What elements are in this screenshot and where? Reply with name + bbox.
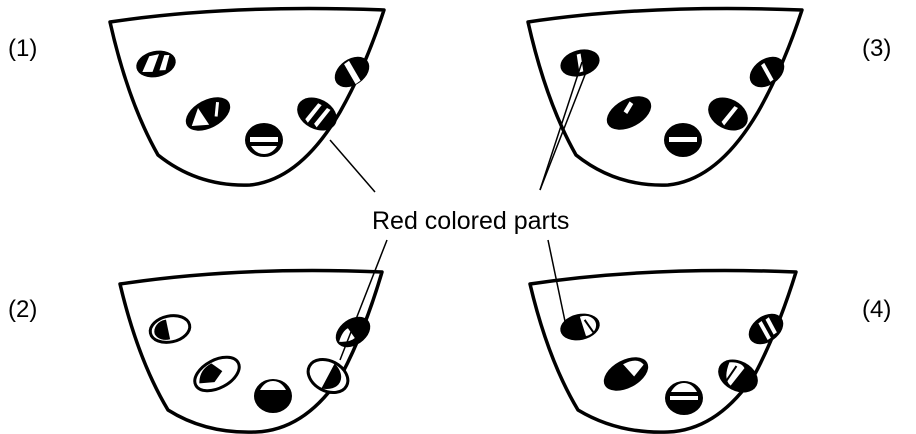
remote-outline	[530, 271, 796, 433]
remote-outline	[110, 9, 384, 186]
panel-label-1: (1)	[8, 35, 37, 62]
panel-label-3: (3)	[862, 35, 891, 62]
pointer-line-panel-1	[330, 140, 375, 192]
panel-3-remote	[528, 9, 802, 186]
panel-4-remote	[530, 271, 796, 433]
button-bottom-center	[254, 379, 292, 413]
button-bottom-center	[665, 381, 703, 415]
callout-label: Red colored parts	[372, 207, 569, 235]
button-bottom-center	[245, 123, 283, 157]
panel-label-4: (4)	[862, 296, 891, 323]
button-bottom-center	[664, 123, 702, 157]
panel-1-remote	[110, 9, 384, 186]
remote-outline	[528, 9, 802, 186]
panel-label-2: (2)	[8, 296, 37, 323]
